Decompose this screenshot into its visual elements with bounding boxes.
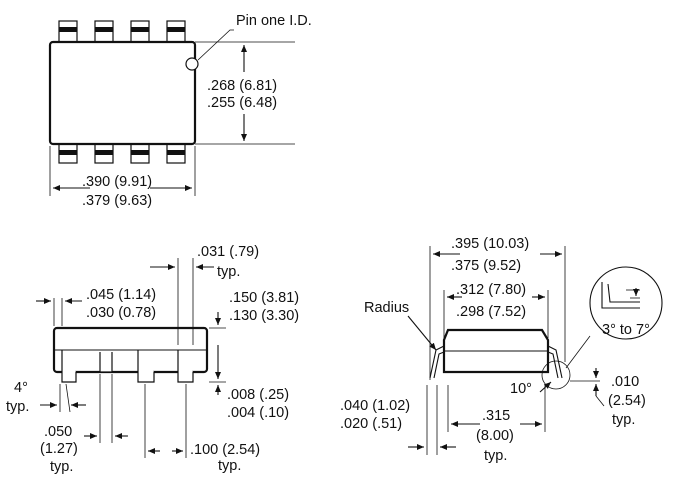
side-lead-width: .031 (.79) bbox=[197, 244, 259, 260]
side-lead-width-note: typ. bbox=[217, 264, 240, 280]
end-lead-radius-max: .040 (1.02) bbox=[340, 398, 410, 414]
side-body-height-max: .150 (3.81) bbox=[229, 290, 299, 306]
top-height-min: .255 (6.48) bbox=[207, 95, 277, 111]
side-standoff-min: .004 (.10) bbox=[227, 405, 289, 421]
end-lead-thickness-note: typ. bbox=[612, 412, 635, 428]
end-lead-thickness: .010 bbox=[611, 374, 639, 390]
side-shoulder-min: .030 (0.78) bbox=[86, 305, 156, 321]
end-lead-thickness-mm: (2.54) bbox=[608, 393, 646, 409]
end-overall-max: .395 (10.03) bbox=[451, 236, 529, 252]
end-row-spacing-note: typ. bbox=[484, 448, 507, 464]
detail-angle: 3° to 7° bbox=[602, 322, 650, 338]
pin-one-notch bbox=[185, 57, 199, 71]
side-pitch: .100 (2.54) bbox=[190, 442, 260, 458]
end-body-width-min: .298 (7.52) bbox=[456, 304, 526, 320]
top-width-max: .390 (9.91) bbox=[82, 174, 152, 190]
top-view-pins-top-row bbox=[58, 20, 186, 44]
side-body-height-min: .130 (3.30) bbox=[229, 308, 299, 324]
side-pitch-note: typ. bbox=[218, 458, 241, 474]
side-angle-note: typ. bbox=[6, 399, 29, 415]
side-foot: .050 bbox=[44, 424, 72, 440]
side-shoulder-max: .045 (1.14) bbox=[86, 287, 156, 303]
pin-one-label: Pin one I.D. bbox=[236, 13, 312, 29]
lead-tip-circle bbox=[541, 360, 571, 390]
end-overall-min: .375 (9.52) bbox=[451, 258, 521, 274]
end-body-width-max: .312 (7.80) bbox=[456, 282, 526, 298]
end-bend-angle: 10° bbox=[510, 381, 532, 397]
top-height-max: .268 (6.81) bbox=[207, 78, 277, 94]
top-width-min: .379 (9.63) bbox=[82, 193, 152, 209]
top-view: Pin one I.D. .268 (6.81) .255 (6.48) .39… bbox=[48, 13, 312, 209]
end-lead-radius-min: .020 (.51) bbox=[340, 416, 402, 432]
lead-angle-detail: 3° to 7° bbox=[565, 266, 663, 369]
top-view-body bbox=[48, 40, 197, 146]
end-radius-label: Radius bbox=[364, 300, 409, 316]
end-view-right-lead bbox=[547, 345, 563, 379]
side-standoff-max: .008 (.25) bbox=[227, 387, 289, 403]
side-foot-note: typ. bbox=[50, 459, 73, 475]
top-view-pins-bottom-row bbox=[58, 142, 186, 164]
end-row-spacing-mm: (8.00) bbox=[476, 428, 514, 444]
end-row-spacing: .315 bbox=[482, 408, 510, 424]
side-foot-mm: (1.27) bbox=[40, 441, 78, 457]
end-view: .395 (10.03) .375 (9.52) .312 (7.80) .29… bbox=[340, 236, 663, 464]
side-view-leads bbox=[54, 349, 207, 383]
side-view: .031 (.79) typ. .045 (1.14) .030 (0.78) … bbox=[6, 244, 299, 475]
side-angle: 4° bbox=[14, 380, 28, 396]
